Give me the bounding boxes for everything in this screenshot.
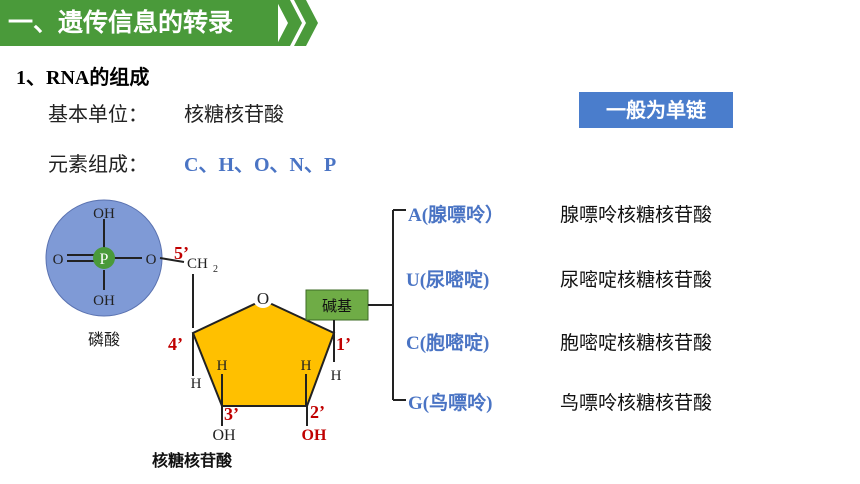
base-label-a: A(腺嘌呤） — [408, 205, 505, 226]
base-box-label: 碱基 — [322, 298, 352, 315]
element-value: C、H、O、N、P — [184, 154, 337, 176]
nucleotide-diagram: P OH OH O O 磷酸 CH 2 O 碱基 H H H H OH OH 5… — [45, 199, 392, 470]
phosphate-oh-bottom: OH — [93, 293, 115, 309]
element-label: 元素组成： — [48, 152, 148, 176]
ch2-group: CH — [187, 256, 208, 272]
svg-text:H: H — [301, 358, 312, 374]
carbon-2-label: 2’ — [310, 402, 325, 422]
base-name-g: 鸟嘌呤核糖核苷酸 — [560, 392, 713, 414]
ring-oxygen: O — [257, 289, 269, 308]
carbon-5-label: 5’ — [174, 243, 189, 263]
chevron-decoration-icon — [276, 0, 318, 46]
carbon-1-label: 1’ — [336, 334, 351, 354]
page-title: 一、遗传信息的转录 — [8, 8, 234, 37]
phosphate-o-right: O — [146, 252, 157, 268]
base-label-u: U(尿嘧啶) — [406, 270, 490, 291]
carbon-4-label: 4’ — [168, 334, 183, 354]
base-label-g: G(鸟嘌呤) — [408, 393, 493, 414]
svg-text:H: H — [191, 376, 202, 392]
svg-text:H: H — [217, 358, 228, 374]
phosphate-o-left: O — [53, 252, 64, 268]
single-strand-badge: 一般为单链 — [579, 92, 733, 128]
base-name-a: 腺嘌呤核糖核苷酸 — [560, 204, 713, 226]
base-name-u: 尿嘧啶核糖核苷酸 — [560, 269, 713, 291]
p-atom-circle — [93, 247, 115, 269]
base-name-c: 胞嘧啶核糖核苷酸 — [560, 332, 713, 354]
bracket-lines — [392, 209, 406, 401]
p-atom: P — [100, 251, 109, 268]
oh-2: OH — [302, 427, 327, 444]
ch2-subscript: 2 — [213, 264, 218, 275]
phosphate-label: 磷酸 — [88, 331, 120, 349]
section-title: 1、RNA的组成 — [16, 67, 150, 89]
svg-text:H: H — [331, 368, 342, 384]
base-label-c: C(胞嘧啶) — [406, 333, 490, 354]
oh-3: OH — [212, 427, 236, 444]
unit-label: 基本单位： — [48, 102, 148, 126]
nucleotide-label: 核糖核苷酸 — [152, 451, 233, 470]
header-bar — [0, 0, 278, 46]
carbon-3-label: 3’ — [224, 404, 239, 424]
ribose-ring — [191, 298, 336, 407]
unit-value: 核糖核苷酸 — [184, 102, 284, 126]
phosphate-oh-top: OH — [93, 206, 115, 222]
base-box — [305, 289, 369, 321]
